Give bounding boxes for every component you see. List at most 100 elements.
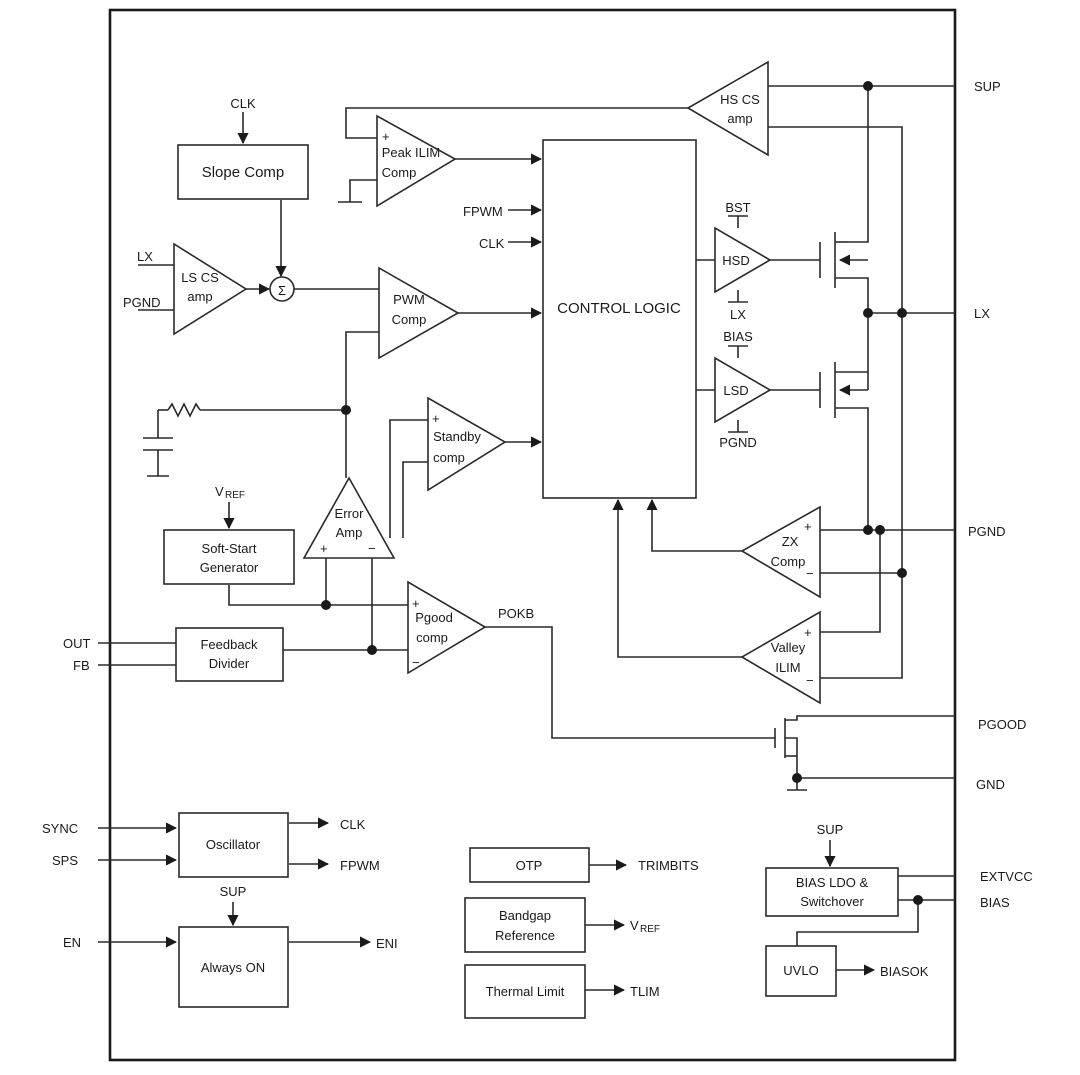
alwayson-sup-label: SUP: [220, 884, 247, 899]
thermal-limit-label: Thermal Limit: [486, 984, 565, 999]
bandgap-label-2: Reference: [495, 928, 555, 943]
zx-comp: + ZX Comp −: [740, 505, 821, 599]
oscillator-block: Oscillator: [178, 812, 289, 878]
valley-minus: −: [806, 673, 814, 688]
feedback-divider-block: Feedback Divider: [175, 627, 284, 682]
soft-start-block: Soft-Start Generator: [163, 529, 295, 585]
clk-in-label: CLK: [479, 236, 505, 251]
pin-bias: BIAS: [980, 895, 1010, 910]
zx-minus: −: [806, 566, 814, 581]
always-on-label: Always ON: [201, 960, 265, 975]
zx-plus: +: [804, 519, 812, 534]
slope-comp-label: Slope Comp: [202, 164, 285, 181]
pgood-comp: + Pgood comp −: [407, 580, 487, 675]
bias-ldo-block: BIAS LDO & Switchover: [765, 867, 899, 917]
tlim-label: TLIM: [630, 984, 660, 999]
hs-cs-amp: HS CS amp: [686, 60, 769, 157]
junction-dots: [321, 81, 923, 905]
lsd-bias-label: BIAS: [723, 329, 753, 344]
right-pins: SUP LX PGND PGOOD GND EXTVCC BIAS: [968, 79, 1033, 910]
always-on-block: Always ON: [178, 926, 289, 1008]
fpwm-in-label: FPWM: [463, 204, 503, 219]
vref-bandgap-sub: REF: [640, 924, 660, 935]
hs-cs-amp-label-1: HS CS: [720, 92, 760, 107]
error-amp-label-2: Amp: [336, 525, 363, 540]
pgood-label-2: comp: [416, 630, 448, 645]
thermal-limit-block: Thermal Limit: [464, 964, 586, 1019]
summing-junction: Σ: [269, 276, 295, 302]
peak-ilim-comp: + Peak ILIM Comp: [376, 114, 457, 208]
standby-comp: + Standby comp: [427, 396, 507, 492]
pwm-comp: PWM Comp: [378, 266, 460, 360]
valley-ilim-comp: + Valley ILIM −: [740, 610, 821, 705]
soft-start-label-1: Soft-Start: [202, 541, 257, 556]
pwm-comp-label-1: PWM: [393, 292, 425, 307]
ls-cs-amp-label-1: LS CS: [181, 270, 219, 285]
osc-clk-label: CLK: [340, 817, 366, 832]
vref-softstart-sub: REF: [225, 490, 245, 501]
pin-pgnd: PGND: [968, 524, 1006, 539]
control-logic-block: CONTROL LOGIC: [542, 139, 697, 499]
zx-label-1: ZX: [782, 534, 799, 549]
bias-ldo-label-1: BIAS LDO &: [796, 875, 869, 890]
hsd-driver: HSD: [714, 226, 772, 294]
lsd-pgnd-label: PGND: [719, 435, 757, 450]
standby-label-2: comp: [433, 450, 465, 465]
otp-block: OTP: [469, 847, 590, 883]
oscillator-label: Oscillator: [206, 837, 261, 852]
pin-lx: LX: [974, 306, 990, 321]
soft-start-label-2: Generator: [200, 560, 259, 575]
eni-label: ENI: [376, 936, 398, 951]
slope-clk-label: CLK: [230, 96, 256, 111]
pin-sup: SUP: [974, 79, 1001, 94]
pin-gnd: GND: [976, 777, 1005, 792]
error-amp-plus: +: [320, 541, 328, 556]
pin-pgood: PGOOD: [978, 717, 1026, 732]
uvlo-block: UVLO: [765, 945, 837, 997]
ls-cs-amp-label-2: amp: [187, 289, 212, 304]
biasldo-sup-label: SUP: [817, 822, 844, 837]
standby-plus: +: [432, 411, 440, 426]
bst-label: BST: [725, 200, 750, 215]
error-amp: Error Amp + −: [302, 476, 396, 559]
trimbits-label: TRIMBITS: [638, 858, 699, 873]
biasok-label: BIASOK: [880, 964, 929, 979]
lscs-pgnd-label: PGND: [123, 295, 161, 310]
wires: [98, 85, 955, 996]
pgood-label-1: Pgood: [415, 610, 453, 625]
valley-label-1: Valley: [771, 640, 806, 655]
lsd-driver: LSD: [714, 356, 772, 424]
pin-sps: SPS: [52, 853, 78, 868]
peak-ilim-label-2: Comp: [382, 165, 417, 180]
chip-outline: [108, 8, 957, 1062]
ls-cs-amp: LS CS amp: [173, 242, 248, 336]
standby-label-1: Standby: [433, 429, 481, 444]
bias-ldo-label-2: Switchover: [800, 894, 864, 909]
valley-plus: +: [804, 625, 812, 640]
feedback-divider-label-2: Divider: [209, 656, 250, 671]
error-amp-minus: −: [368, 541, 376, 556]
zx-label-2: Comp: [771, 554, 806, 569]
bandgap-block: Bandgap Reference: [464, 897, 586, 953]
pin-extvcc: EXTVCC: [980, 869, 1033, 884]
lscs-lx-label: LX: [137, 249, 153, 264]
compensation-resistor: [167, 402, 201, 418]
slope-comp-block: Slope Comp: [177, 144, 309, 200]
pin-sync: SYNC: [42, 821, 78, 836]
uvlo-label: UVLO: [783, 963, 818, 978]
sigma-symbol: Σ: [278, 283, 286, 298]
control-logic-label: CONTROL LOGIC: [557, 300, 681, 317]
osc-fpwm-label: FPWM: [340, 858, 380, 873]
pgood-plus: +: [412, 596, 420, 611]
peak-ilim-label-1: Peak ILIM: [382, 145, 441, 160]
peak-ilim-plus: +: [382, 129, 390, 144]
pin-out: OUT: [63, 636, 91, 651]
error-amp-label-1: Error: [335, 506, 365, 521]
hs-cs-amp-label-2: amp: [727, 111, 752, 126]
feedback-divider-label-1: Feedback: [200, 637, 258, 652]
vref-bandgap-main: V: [630, 918, 639, 933]
otp-label: OTP: [516, 858, 543, 873]
signal-labels: CLK FPWM CLK LX PGND BST LX BIAS PGND V …: [123, 96, 929, 999]
hsd-lx-label: LX: [730, 307, 746, 322]
